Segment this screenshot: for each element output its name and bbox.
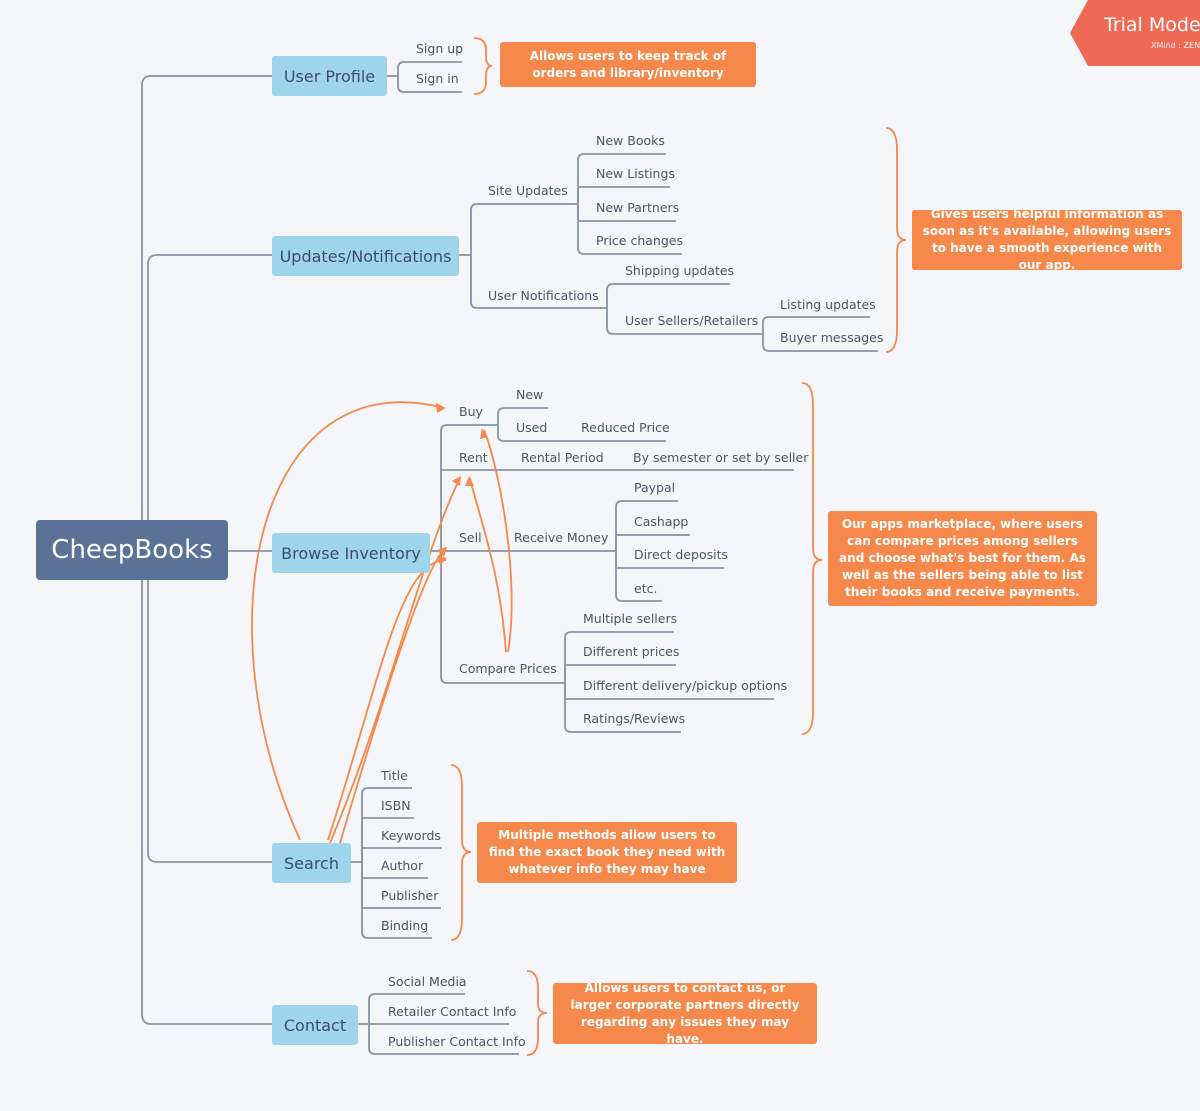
root-topic-cheepbooks[interactable]: CheepBooks: [36, 520, 228, 580]
topic-etc[interactable]: etc.: [634, 581, 658, 596]
topic-site-updates[interactable]: Site Updates: [488, 183, 568, 198]
topic-cashapp[interactable]: Cashapp: [634, 514, 689, 529]
topic-user-sellers-retailers[interactable]: User Sellers/Retailers: [625, 313, 759, 328]
summary-contact[interactable]: Allows users to contact us, or larger co…: [553, 981, 817, 1046]
topic-new-listings[interactable]: New Listings: [596, 166, 675, 181]
trial-mode-label: Trial Mode: [1104, 14, 1200, 36]
xmind-zen-label: XMind : ZEN: [1151, 41, 1200, 50]
branch-user-profile[interactable]: User Profile: [272, 56, 387, 96]
topic-new[interactable]: New: [516, 387, 544, 402]
topic-different-prices[interactable]: Different prices: [583, 644, 680, 659]
topic-buy[interactable]: Buy: [459, 404, 483, 419]
topic-user-notifications[interactable]: User Notifications: [488, 288, 599, 303]
topic-publisher[interactable]: Publisher: [381, 888, 439, 903]
trial-badge-shape: [1070, 0, 1200, 66]
topic-new-books[interactable]: New Books: [596, 133, 665, 148]
connector-lines: [141, 61, 878, 1055]
topic-keywords[interactable]: Keywords: [381, 828, 441, 843]
topic-ratings-reviews[interactable]: Ratings/Reviews: [583, 711, 686, 726]
topic-title[interactable]: Title: [381, 768, 408, 783]
topic-isbn[interactable]: ISBN: [381, 798, 411, 813]
topic-delivery-options[interactable]: Different delivery/pickup options: [583, 678, 788, 693]
topic-rental-period[interactable]: Rental Period: [521, 450, 604, 465]
branch-browse-inventory[interactable]: Browse Inventory: [272, 533, 430, 573]
topic-price-changes[interactable]: Price changes: [596, 233, 683, 248]
arrow-heads: [436, 403, 488, 565]
topic-social-media[interactable]: Social Media: [388, 974, 467, 989]
summary-updates[interactable]: Gives users helpful information as soon …: [912, 207, 1182, 272]
topic-direct-deposits[interactable]: Direct deposits: [634, 547, 729, 562]
topic-listing-updates[interactable]: Listing updates: [780, 297, 876, 312]
topic-reduced-price[interactable]: Reduced Price: [581, 420, 670, 435]
topic-retailer-contact[interactable]: Retailer Contact Info: [388, 1004, 517, 1019]
topic-sign-up[interactable]: Sign up: [416, 41, 464, 56]
branch-contact[interactable]: Contact: [272, 1005, 358, 1045]
topic-sell[interactable]: Sell: [459, 530, 482, 545]
topic-paypal[interactable]: Paypal: [634, 480, 676, 495]
topic-author[interactable]: Author: [381, 858, 424, 873]
topic-new-partners[interactable]: New Partners: [596, 200, 680, 215]
branch-search[interactable]: Search: [272, 843, 351, 883]
topic-receive-money[interactable]: Receive Money: [514, 530, 609, 545]
topic-buyer-messages[interactable]: Buyer messages: [780, 330, 884, 345]
topic-multiple-sellers[interactable]: Multiple sellers: [583, 611, 678, 626]
branch-updates-notifications[interactable]: Updates/Notifications: [272, 236, 459, 276]
topic-used[interactable]: Used: [516, 420, 548, 435]
summary-browse-inventory[interactable]: Our apps marketplace, where users can co…: [828, 511, 1097, 606]
topic-sign-in[interactable]: Sign in: [416, 71, 459, 86]
topic-compare-prices[interactable]: Compare Prices: [459, 661, 557, 676]
topic-by-semester[interactable]: By semester or set by seller: [633, 450, 809, 465]
summary-search[interactable]: Multiple methods allow users to find the…: [477, 822, 737, 883]
topic-publisher-contact[interactable]: Publisher Contact Info: [388, 1034, 526, 1049]
summary-braces: [450, 37, 907, 1056]
topic-shipping-updates[interactable]: Shipping updates: [625, 263, 735, 278]
topic-binding[interactable]: Binding: [381, 918, 429, 933]
topic-rent[interactable]: Rent: [459, 450, 488, 465]
summary-user-profile[interactable]: Allows users to keep track of orders and…: [500, 42, 756, 87]
